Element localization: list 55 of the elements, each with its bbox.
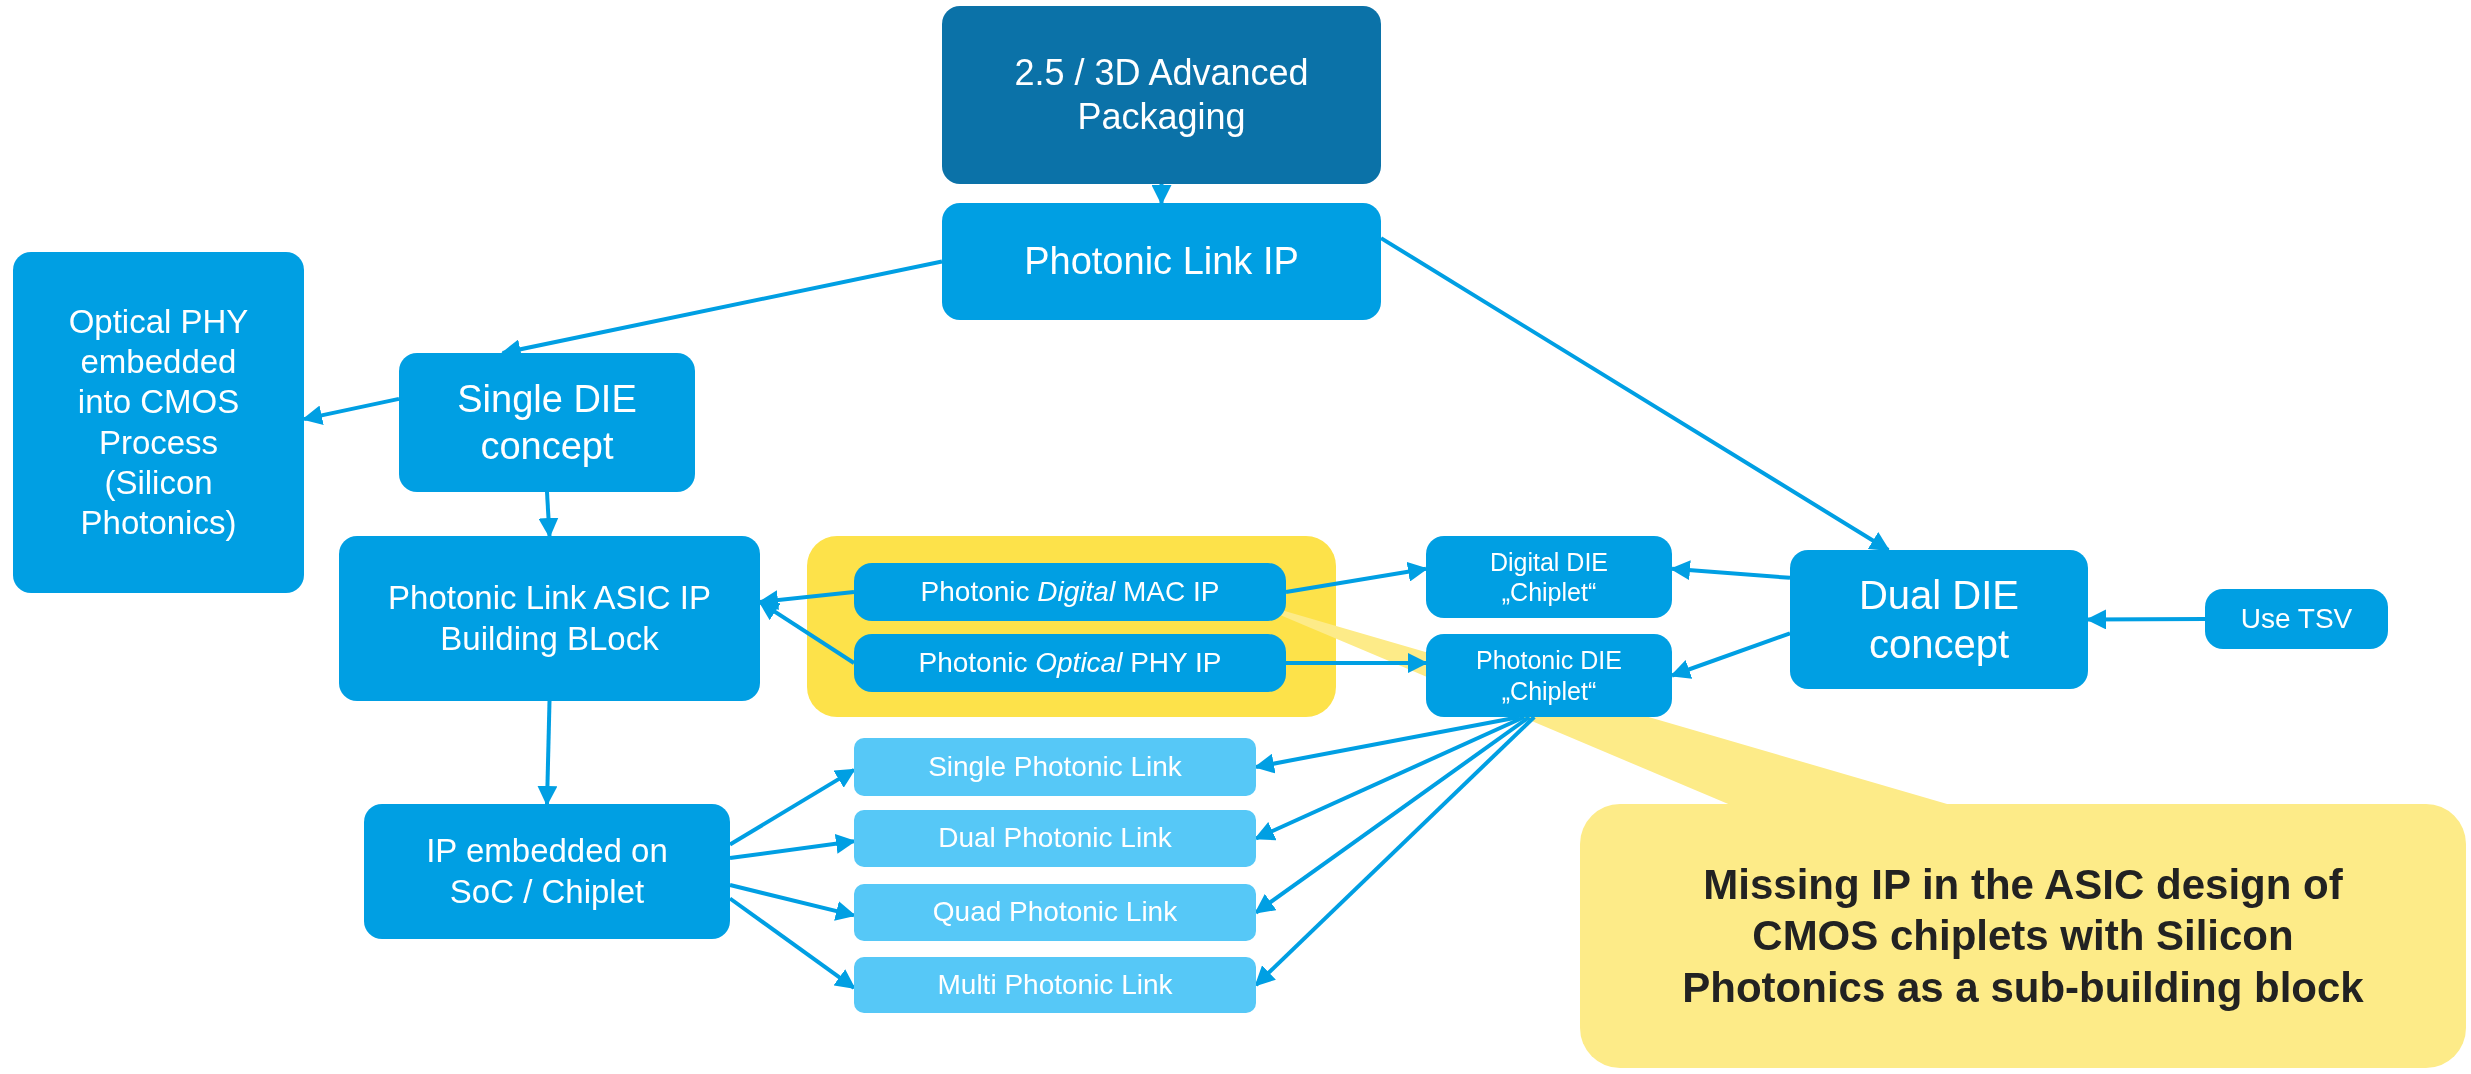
process-box	[942, 203, 1381, 320]
node-label: 2.5 / 3D Advanced Packaging	[1013, 51, 1310, 139]
node-label: IP embedded on SoC / Chiplet	[425, 831, 669, 912]
node-label: Use TSV	[2240, 601, 2353, 636]
arrow	[758, 590, 855, 611]
node-label: Photonic Link ASIC IP Building BLock	[387, 578, 712, 659]
process-box	[942, 6, 1381, 184]
arrow	[728, 768, 856, 847]
node-label: Single Photonic Link	[928, 749, 1182, 784]
arrow	[302, 396, 400, 426]
node-label: Single DIE concept	[456, 377, 638, 469]
arrow	[2086, 609, 2205, 630]
node-label: Optical PHY embedded into CMOS Process (Silicon Photonics)	[67, 301, 250, 543]
process-box	[1426, 634, 1672, 717]
node-label: Digital DIE „Chiplet“	[1488, 546, 1610, 608]
node-label: Quad Photonic Link	[932, 895, 1178, 930]
arrow	[1670, 560, 1791, 581]
arrow	[729, 883, 856, 921]
process-box	[339, 536, 760, 701]
process-box	[399, 353, 695, 492]
arrow	[538, 491, 559, 538]
node-label: Missing IP in the ASIC design of CMOS chiplets with Silicon Photonics as a sub-building block	[1681, 860, 2365, 1013]
arrow	[1285, 561, 1428, 594]
highlight-panel	[807, 536, 1336, 717]
process-box	[2205, 589, 2388, 649]
callout-box	[1580, 804, 2466, 1068]
arrow	[1254, 715, 1536, 987]
arrow	[1670, 631, 1791, 679]
arrow	[729, 833, 856, 860]
node-label: Dual Photonic Link	[938, 821, 1172, 856]
process-box	[364, 804, 730, 939]
process-box	[854, 810, 1256, 867]
process-box	[13, 252, 304, 593]
arrow	[1379, 236, 1891, 552]
process-box	[854, 634, 1286, 692]
process-box	[854, 957, 1256, 1013]
process-box	[1426, 536, 1672, 618]
arrow	[537, 700, 558, 806]
process-box	[854, 563, 1286, 621]
arrow	[728, 896, 856, 990]
node-label: Photonic Optical PHY IP	[918, 645, 1222, 680]
node-label: Multi Photonic Link	[937, 967, 1173, 1002]
arrow	[1254, 715, 1526, 841]
arrow	[1254, 715, 1531, 915]
node-label: Photonic Digital MAC IP	[920, 574, 1220, 609]
arrow	[1151, 184, 1172, 205]
node-label: Photonic Link IP	[1024, 239, 1299, 285]
arrow	[1286, 653, 1428, 674]
node-label: Dual DIE concept	[1857, 571, 2021, 668]
node-label: Photonic DIE „Chiplet“	[1475, 645, 1623, 706]
process-box	[854, 738, 1256, 796]
arrow	[758, 600, 856, 665]
process-box	[1790, 550, 2088, 689]
process-box	[854, 884, 1256, 941]
arrow	[1254, 715, 1520, 774]
